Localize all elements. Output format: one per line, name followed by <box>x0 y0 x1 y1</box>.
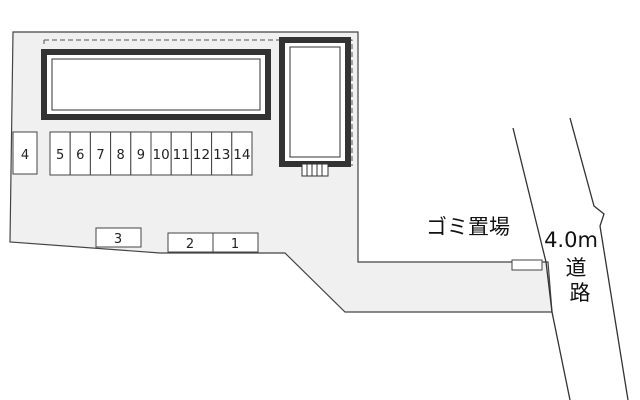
svg-text:2: 2 <box>186 237 194 252</box>
svg-text:1: 1 <box>231 237 239 252</box>
svg-text:3: 3 <box>114 232 122 247</box>
garbage-label: ゴミ置場 <box>426 215 510 239</box>
parking-slot-2: 2 <box>167 232 214 253</box>
parking-slot-7: 7 <box>89 131 112 176</box>
svg-text:14: 14 <box>233 148 250 163</box>
svg-text:4: 4 <box>21 148 29 163</box>
dashed-boundary <box>44 39 353 166</box>
svg-text:7: 7 <box>96 148 104 163</box>
svg-text:13: 13 <box>213 148 230 163</box>
svg-text:10: 10 <box>153 148 170 163</box>
parking-slot-4: 4 <box>12 131 38 175</box>
parking-slot-8: 8 <box>110 131 132 176</box>
building-main <box>41 49 271 120</box>
building-annex <box>279 37 351 167</box>
svg-text:12: 12 <box>193 148 210 163</box>
parking-slot-14: 14 <box>231 131 253 176</box>
parking-slot-1: 1 <box>212 232 259 253</box>
road-left-edge <box>512 127 571 400</box>
svg-text:8: 8 <box>117 148 125 163</box>
parking-slot-6: 6 <box>69 131 91 176</box>
road-label-2: 路 <box>570 281 591 305</box>
building-main-inner <box>51 58 261 111</box>
parking-slot-9: 9 <box>130 131 152 176</box>
road-right-edge <box>569 117 629 400</box>
parking-slot-12: 12 <box>190 131 213 176</box>
parking-slot-11: 11 <box>170 131 192 176</box>
building-annex-inner <box>289 46 341 158</box>
parking-slot-5: 5 <box>49 131 71 176</box>
parking-slot-13: 13 <box>211 131 233 176</box>
road-label-1: 道 <box>566 256 587 280</box>
stairs <box>301 163 329 177</box>
svg-text:9: 9 <box>137 148 145 163</box>
parking-slot-3: 3 <box>95 227 142 248</box>
svg-text:6: 6 <box>76 148 84 163</box>
garbage-area <box>511 259 543 271</box>
road-width-label: 4.0m <box>544 228 598 252</box>
svg-text:11: 11 <box>173 148 190 163</box>
parking-slot-10: 10 <box>150 131 172 176</box>
svg-text:5: 5 <box>56 148 64 163</box>
